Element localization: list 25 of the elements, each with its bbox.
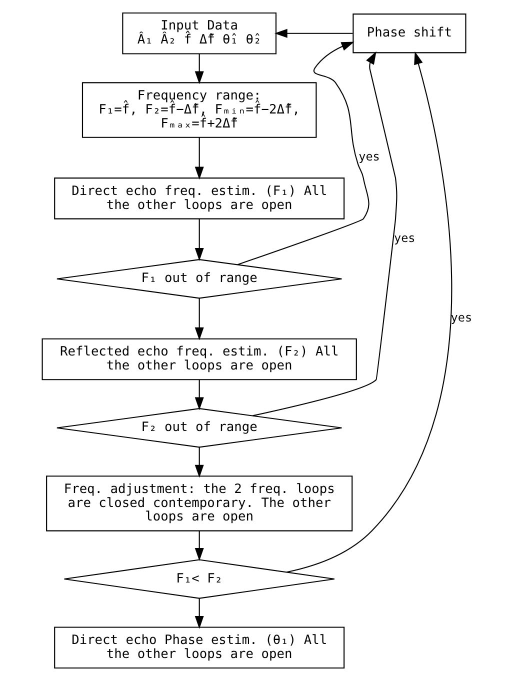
- node-diamond: F₁< F₂: [64, 559, 335, 599]
- arrow: [286, 51, 452, 573]
- node-box: Input Data Â₁ Â₂ f̂ Δ̂f θ̂₁ θ̂₂: [122, 12, 277, 54]
- arrow: [194, 298, 204, 340]
- node-box: Direct echo freq. estim. (F₁) All the other loops are open: [54, 178, 345, 220]
- arrow: [252, 51, 398, 416]
- edge-label: yes: [394, 231, 416, 246]
- arrow: [194, 598, 204, 629]
- arrow: [194, 380, 204, 410]
- node-box: Reflected echo freq. estim. (F₂) All the other loops are open: [42, 338, 357, 380]
- node-diamond: F₂ out of range: [56, 408, 342, 448]
- edge-label: yes: [450, 310, 472, 325]
- arrow: [237, 42, 370, 266]
- node-box: Direct echo Phase estim. (θ₁) All the other loops are open: [54, 626, 345, 669]
- arrow: [194, 531, 204, 561]
- arrow: [194, 447, 204, 478]
- node-box: Freq. adjustment: the 2 freq. loops are closed contemporary. The other loops are open: [46, 476, 353, 532]
- edge-label: yes: [358, 150, 380, 164]
- node-box: Frequency range: F₁=f̂, F₂=f̂−Δ̂f, Fₘᵢₙ=f̂−2Δ̂f, Fₘₐₓ=f̂+2Δ̂f: [82, 82, 317, 138]
- node-box: Phase shift: [352, 14, 466, 54]
- node-diamond: F₁ out of range: [56, 259, 342, 299]
- arrow: [194, 218, 204, 261]
- arrow: [194, 137, 204, 180]
- arrow: [194, 54, 204, 84]
- arrow: [274, 28, 353, 38]
